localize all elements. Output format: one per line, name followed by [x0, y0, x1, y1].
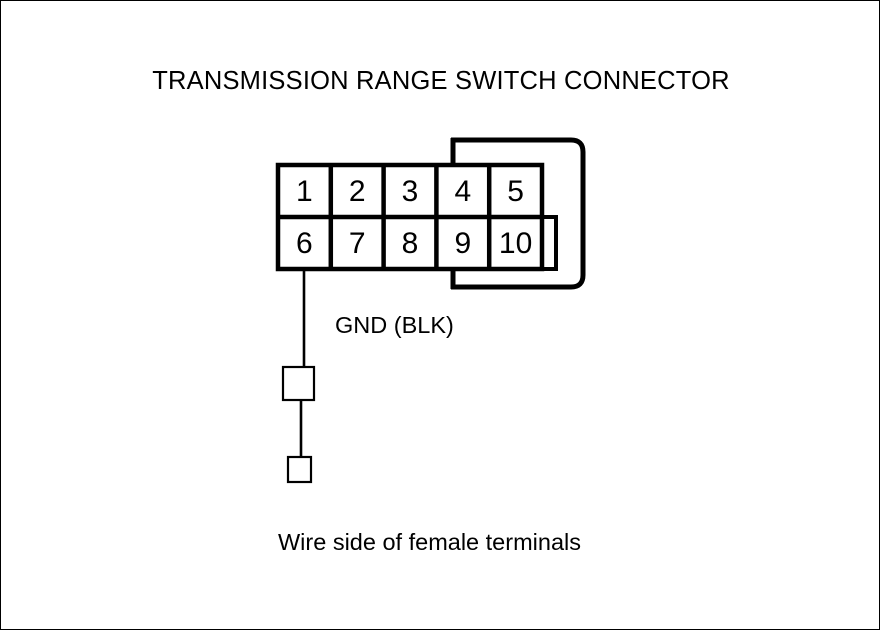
pin-number-9: 9 — [454, 227, 471, 260]
page-title: TRANSMISSION RANGE SWITCH CONNECTOR — [152, 67, 730, 95]
pin-number-3: 3 — [402, 175, 419, 208]
pin-number-8: 8 — [402, 227, 419, 260]
pin-number-7: 7 — [349, 227, 366, 260]
terminal-symbol-upper — [281, 365, 316, 402]
connector-shell-outline — [451, 137, 586, 290]
pin-number-1: 1 — [296, 175, 313, 208]
pin-number-10: 10 — [499, 227, 532, 260]
pin-number-5: 5 — [507, 175, 524, 208]
pin-number-2: 2 — [349, 175, 366, 208]
diagram-caption: Wire side of female terminals — [278, 529, 581, 555]
pin-number-4: 4 — [454, 175, 471, 208]
terminal-symbol-lower — [286, 455, 313, 484]
pin-number-6: 6 — [296, 227, 313, 260]
ground-wire-label: GND (BLK) — [335, 312, 454, 338]
